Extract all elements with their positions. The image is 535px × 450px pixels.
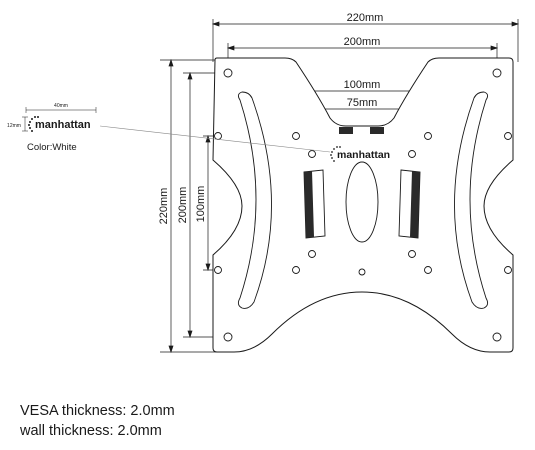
right-curved-slot	[454, 91, 489, 309]
color-label: Color:White	[27, 142, 77, 153]
left-curved-slot	[237, 91, 272, 309]
callout-brand-logo: manhattan	[28, 116, 91, 132]
dimension-220mm-vertical	[160, 58, 217, 354]
vesa-thickness-note: VESA thickness: 2.0mm	[20, 403, 175, 419]
center-oval-cutout	[345, 161, 379, 243]
dimension-label-100mm-top: 100mm	[344, 79, 381, 91]
logo-width-dimension	[25, 107, 97, 113]
mounting-holes	[214, 68, 512, 342]
dimension-label-100mm-left: 100mm	[195, 186, 207, 223]
dimension-label-220mm-left: 220mm	[158, 188, 170, 225]
dimension-220mm-horizontal	[211, 19, 520, 62]
logo-width-label: 40mm	[54, 103, 68, 109]
callout-logo-text: manhattan	[35, 119, 91, 131]
plate-brand-logo: manhattan	[330, 146, 390, 162]
right-vertical-bracket-part	[398, 169, 421, 239]
dimension-200mm-horizontal	[226, 43, 499, 70]
dimension-label-220mm-top: 220mm	[347, 12, 384, 24]
wall-thickness-note: wall thickness: 2.0mm	[20, 423, 162, 439]
dimension-label-75mm: 75mm	[347, 97, 378, 109]
dimension-label-200mm-top: 200mm	[344, 36, 381, 48]
logo-height-label: 12mm	[7, 123, 21, 129]
logo-callout-leader	[99, 125, 331, 153]
left-vertical-bracket-part	[303, 169, 326, 239]
dimension-label-200mm-left: 200mm	[177, 187, 189, 224]
logo-height-dimension	[22, 116, 28, 132]
top-clips	[339, 127, 384, 134]
plate-logo-text: manhattan	[337, 149, 390, 161]
